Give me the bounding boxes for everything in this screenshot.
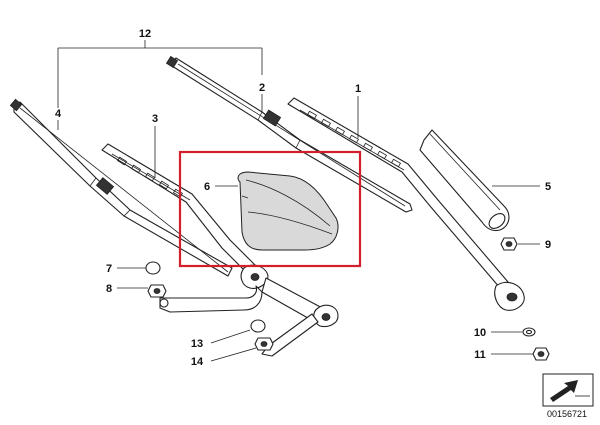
highlight-frame xyxy=(178,150,362,268)
wiper-linkage xyxy=(159,264,339,357)
callout-11: 11 xyxy=(474,349,486,361)
leader-lines xyxy=(57,94,540,362)
arm-cover xyxy=(419,129,510,232)
nut-11 xyxy=(532,347,550,361)
callout-6: 6 xyxy=(204,181,210,193)
callout-3: 3 xyxy=(152,113,158,125)
wiper-arm-right xyxy=(287,97,525,311)
callout-9: 9 xyxy=(545,239,551,251)
callout-12: 12 xyxy=(139,28,151,40)
callout-8: 8 xyxy=(106,283,112,295)
callout-5: 5 xyxy=(545,181,551,193)
part-6-cover xyxy=(237,171,339,251)
arm-left-slots xyxy=(116,156,184,198)
callout-13: 13 xyxy=(191,338,203,350)
arm-right-slots xyxy=(306,110,402,168)
wiper-blade-left xyxy=(9,98,233,277)
callout-1: 1 xyxy=(355,83,361,95)
nut-14 xyxy=(254,337,274,351)
catalog-number: 00156721 xyxy=(547,409,587,419)
washer-10 xyxy=(522,327,536,337)
nut-8 xyxy=(147,284,167,298)
cap-7 xyxy=(145,261,161,275)
group-bracket-12 xyxy=(57,40,263,108)
callout-14: 14 xyxy=(191,356,204,368)
fasteners xyxy=(145,237,550,361)
orientation-arrow-icon xyxy=(542,373,594,407)
wiper-blade-right xyxy=(165,55,413,213)
callout-2: 2 xyxy=(259,82,265,94)
callout-labels: 12 2 1 4 3 5 6 7 8 9 10 11 13 14 xyxy=(55,28,551,368)
nut-9 xyxy=(500,237,518,251)
callout-7: 7 xyxy=(106,263,112,275)
callout-10: 10 xyxy=(474,327,486,339)
cap-13 xyxy=(250,319,266,333)
callout-4: 4 xyxy=(55,108,62,120)
